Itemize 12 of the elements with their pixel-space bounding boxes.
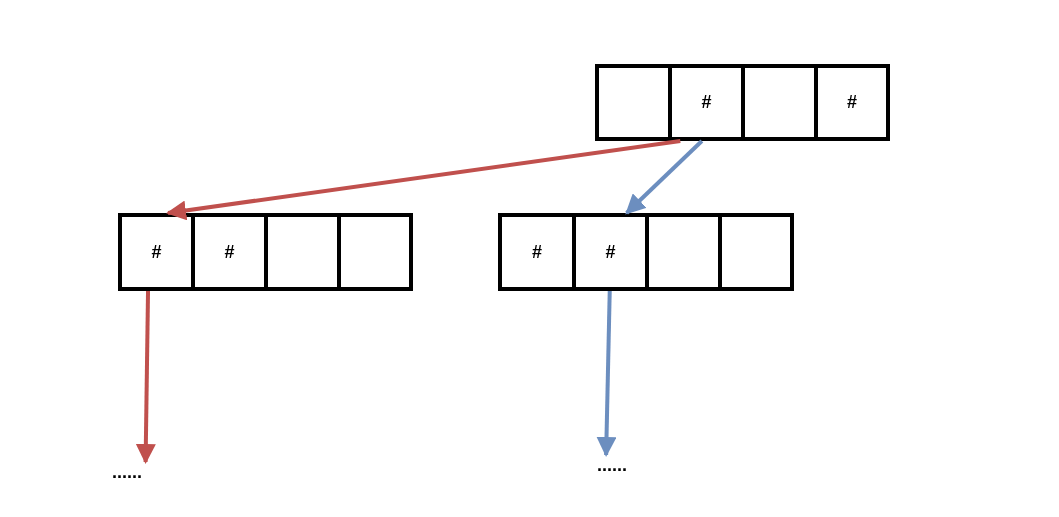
ellipsis-text: ...... [597,455,627,476]
hash-mark: # [532,241,542,263]
hash-mark: # [701,92,712,113]
arrow [166,139,681,221]
hash-mark: # [605,241,616,263]
hash-mark: # [847,92,857,113]
arrow [135,290,156,464]
hash-mark: # [151,241,162,263]
arrow [596,290,617,457]
ellipsis-text: ...... [112,462,142,483]
arrow [625,139,704,215]
hash-mark: # [224,241,235,263]
